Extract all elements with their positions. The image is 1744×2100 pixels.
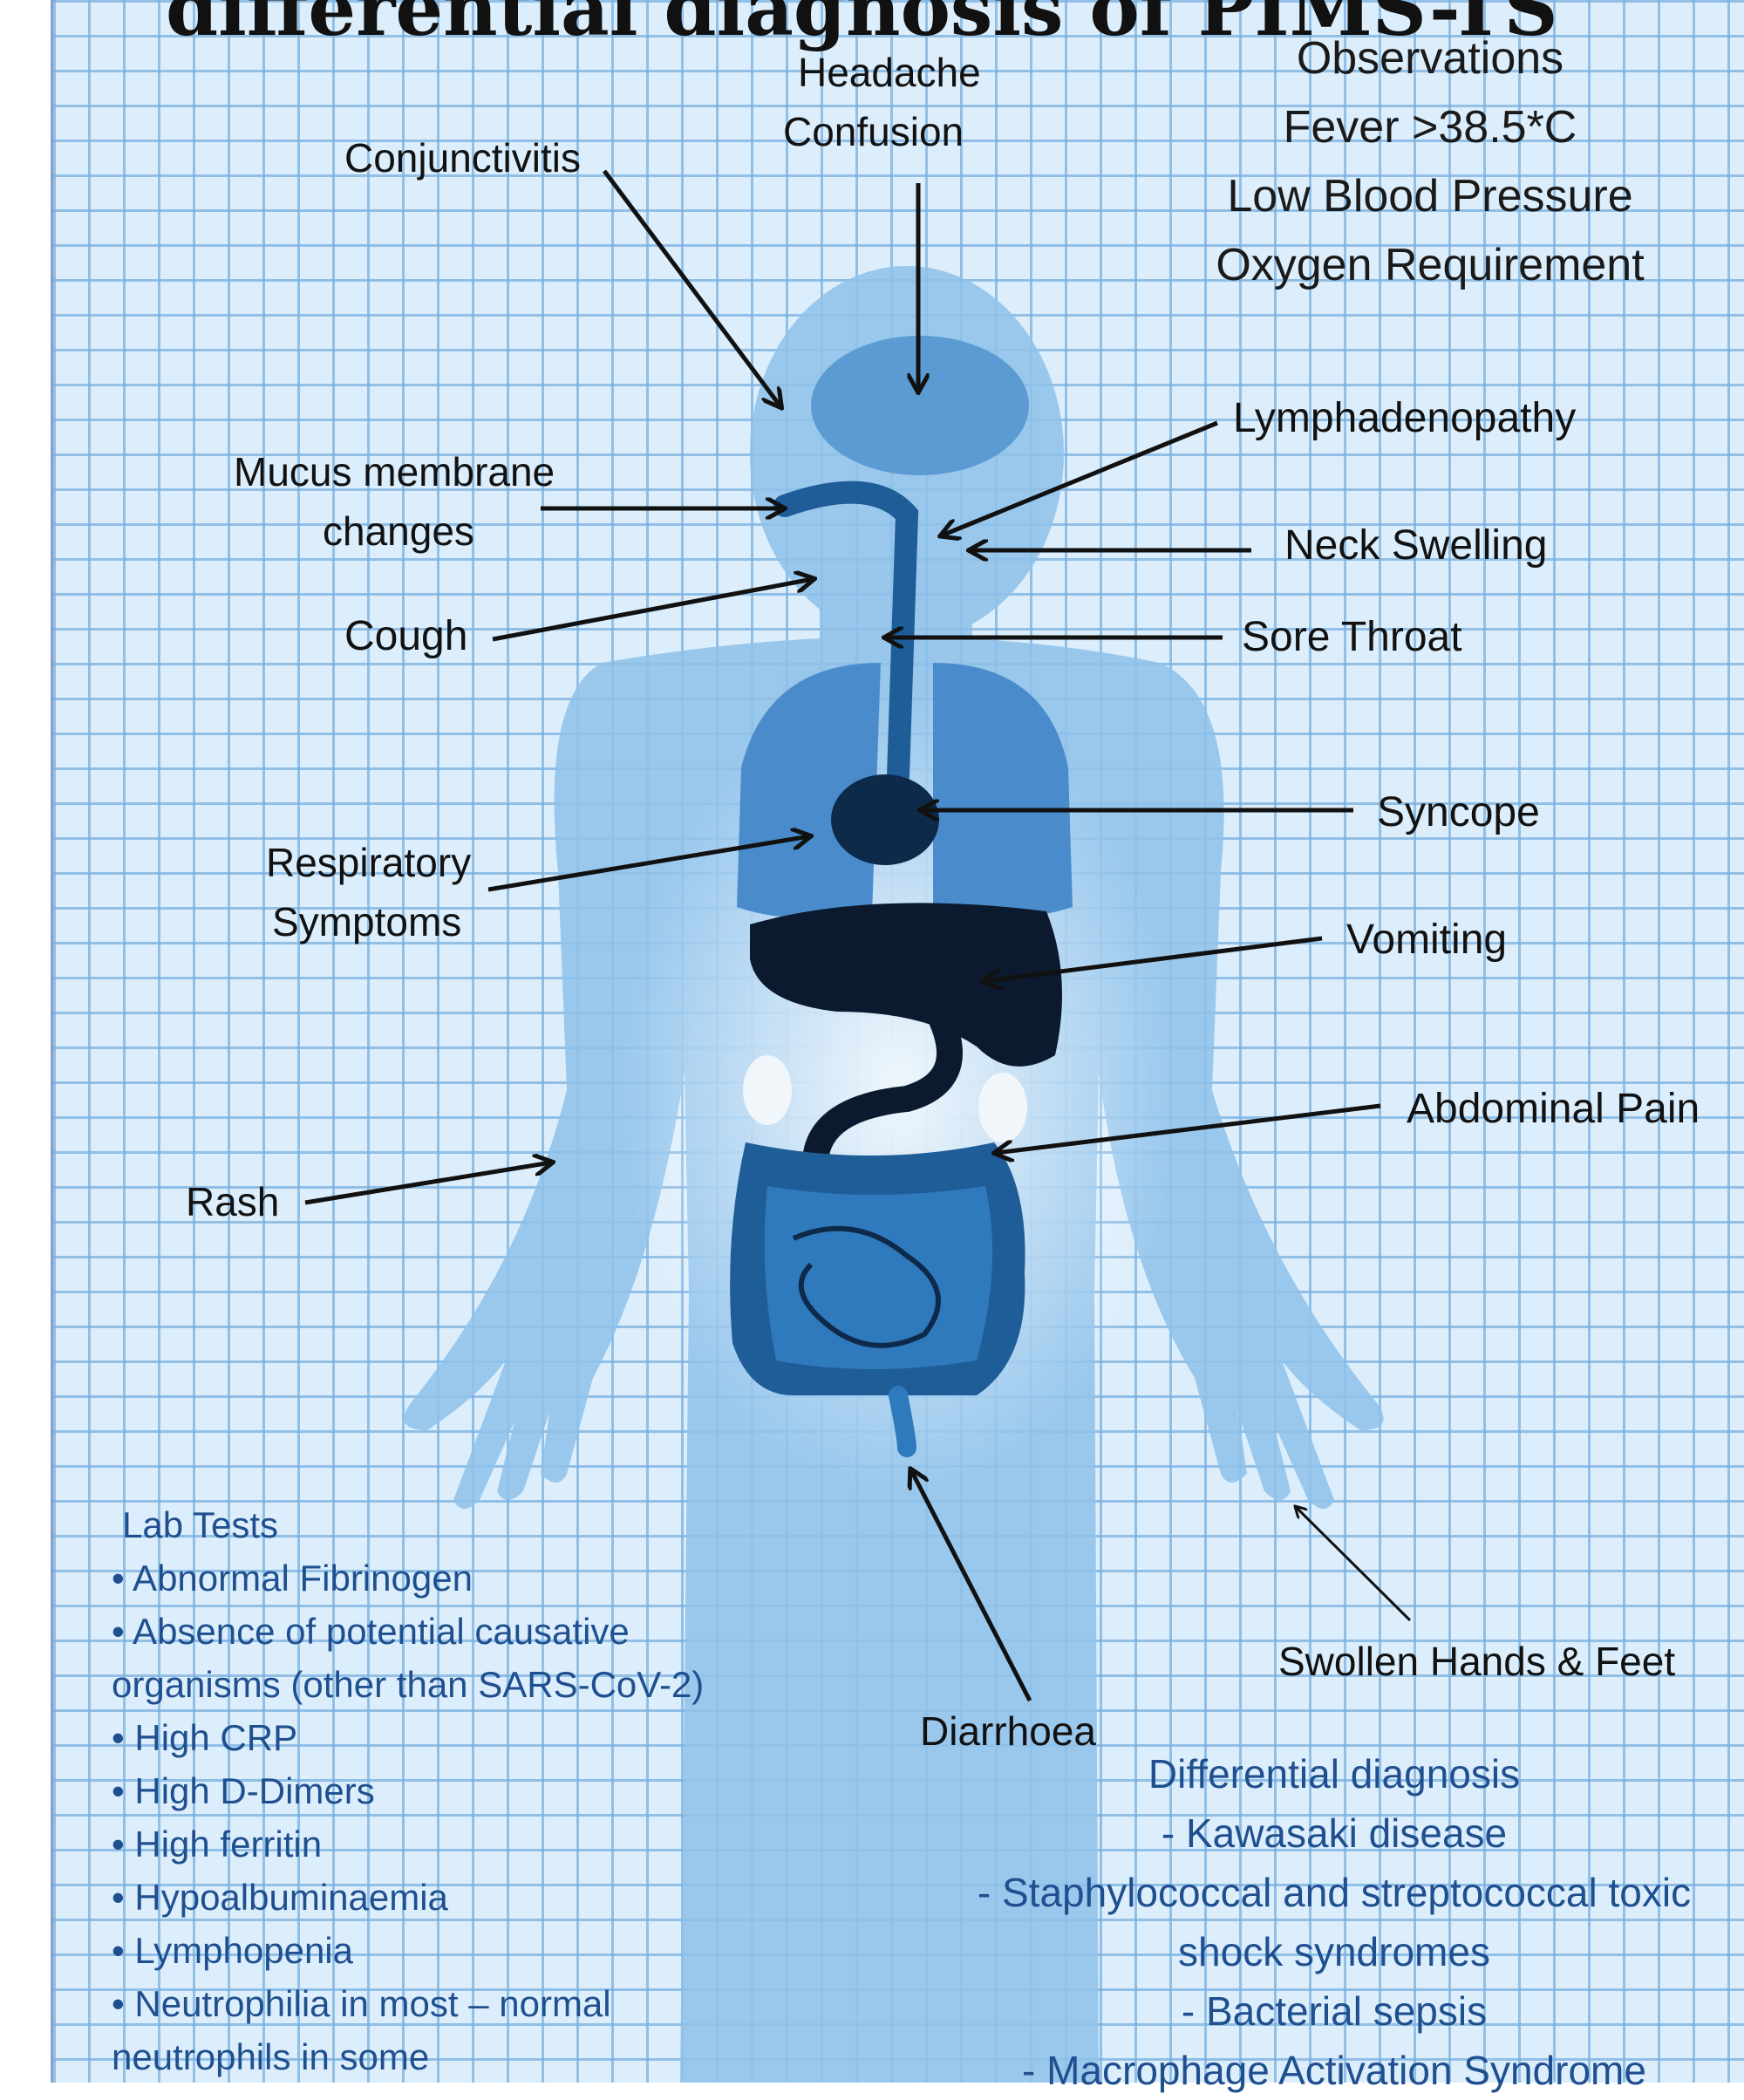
- arrow-cough: [493, 579, 813, 639]
- observation-item: Oxygen Requirement: [1168, 231, 1692, 300]
- lab-tests-panel: Lab Tests • Abnormal Fibrinogen • Absenc…: [112, 1498, 704, 2083]
- lab-test-line: • Lymphopenia: [112, 1924, 704, 1977]
- observation-item: Low Blood Pressure: [1168, 162, 1692, 231]
- observation-item: Fever >38.5*C: [1168, 93, 1692, 162]
- lab-test-line: • Absence of potential causative: [112, 1605, 704, 1658]
- observations-panel: Observations Fever >38.5*C Low Blood Pre…: [1168, 24, 1692, 300]
- label-conjunctivitis: Conjunctivitis: [344, 138, 581, 178]
- label-respiratory-line1: Respiratory: [266, 842, 471, 883]
- lab-test-line: • Abnormal Fibrinogen: [112, 1551, 704, 1605]
- lab-test-line: • High D-Dimers: [112, 1764, 704, 1817]
- label-neck-swelling: Neck Swelling: [1284, 525, 1547, 567]
- label-mucus-line2: changes: [323, 511, 474, 551]
- lab-test-line: • Hypoalbuminaemia: [112, 1871, 704, 1924]
- arrow-swollen-hands: [1296, 1507, 1410, 1620]
- right-kidney: [978, 1073, 1027, 1142]
- label-confusion: Confusion: [783, 112, 964, 152]
- lab-tests-heading: Lab Tests: [112, 1498, 704, 1551]
- observations-heading: Observations: [1168, 24, 1692, 93]
- lab-test-line: • Neutrophilia in most – normal: [112, 1977, 704, 2030]
- differential-panel: Differential diagnosis - Kawasaki diseas…: [924, 1744, 1744, 2100]
- label-abdominal-pain: Abdominal Pain: [1407, 1088, 1700, 1130]
- label-lymphadenopathy: Lymphadenopathy: [1233, 398, 1576, 440]
- arrow-rash: [305, 1162, 551, 1203]
- lab-test-line: • High CRP: [112, 1711, 704, 1764]
- label-sore-throat: Sore Throat: [1242, 617, 1462, 658]
- differential-line: shock syndromes: [924, 1922, 1744, 1981]
- label-swollen-hands-feet: Swollen Hands & Feet: [1278, 1641, 1675, 1681]
- heart: [831, 774, 939, 865]
- differential-line: - Bacterial sepsis: [924, 1981, 1744, 2041]
- label-mucus-line1: Mucus membrane: [234, 452, 555, 492]
- lab-test-line: neutrophils in some: [112, 2030, 704, 2083]
- differential-heading: Differential diagnosis: [924, 1744, 1744, 1803]
- label-vomiting: Vomiting: [1346, 919, 1507, 961]
- lab-test-line: organisms (other than SARS-CoV-2): [112, 1658, 704, 1711]
- label-rash: Rash: [186, 1182, 279, 1222]
- lab-test-line: • High ferritin: [112, 1817, 704, 1871]
- differential-line: - Staphylococcal and streptococcal toxic: [924, 1863, 1744, 1922]
- label-cough: Cough: [344, 616, 467, 658]
- label-syncope: Syncope: [1377, 792, 1540, 834]
- label-respiratory-line2: Symptoms: [272, 902, 461, 942]
- label-headache: Headache: [798, 52, 981, 92]
- differential-line: - Kawasaki disease: [924, 1803, 1744, 1863]
- arrow-conjunctivitis: [604, 171, 780, 406]
- left-kidney: [743, 1055, 792, 1125]
- differential-line: - Macrophage Activation Syndrome: [924, 2041, 1744, 2100]
